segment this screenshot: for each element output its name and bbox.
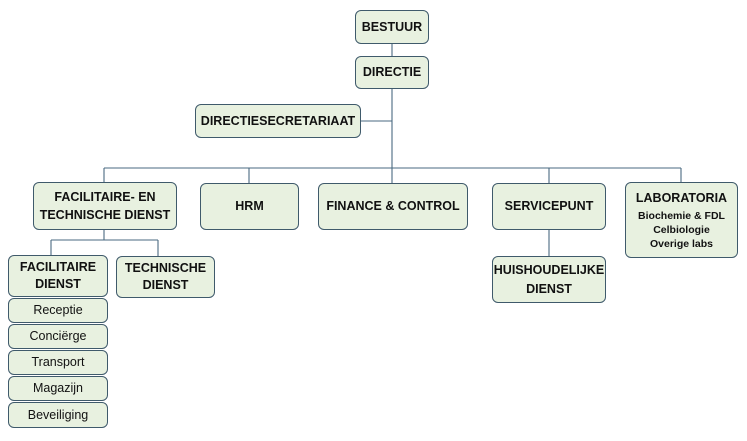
node-label-line-2: TECHNISCHE DIENST [39,208,171,222]
lab-item: Celbiologie [653,223,710,236]
node-label: FINANCE & CONTROL [326,199,460,214]
node-finance-control: FINANCE & CONTROL [318,183,468,230]
node-facilitaire-dienst: FACILITAIRE DIENST [8,255,108,297]
node-huishoudelijke-dienst: HUISHOUDELIJKE DIENST [492,256,606,303]
node-label: SERVICEPUNT [504,199,594,214]
node-label-line-1: TECHNISCHE [124,261,207,276]
sub-item-beveiliging: Beveiliging [8,402,108,428]
sub-item-label: Conciërge [29,329,87,344]
sub-item-label: Magazijn [32,381,84,396]
node-technische-dienst: TECHNISCHE DIENST [116,256,215,298]
node-servicepunt: SERVICEPUNT [492,183,606,230]
lab-item: Overige labs [649,238,714,251]
node-label-line-1: FACILITAIRE- EN [54,189,156,204]
lab-item: Biochemie & FDL [638,209,725,222]
node-label: DIRECTIE [362,65,422,80]
sub-item-magazijn: Magazijn [8,376,108,401]
node-label-line-2: DIENST [526,281,572,296]
node-label: DIRECTIESECRETARIAAT [200,113,356,128]
node-hrm: HRM [200,183,299,230]
sub-item-label: Receptie [33,303,83,318]
node-label-line-2: DIENST [142,278,189,292]
node-laboratoria: LABORATORIA Biochemie & FDL Celbiologie … [625,182,738,258]
sub-item-transport: Transport [8,350,108,375]
sub-item-label: Transport [31,355,85,370]
node-label: LABORATORIA [635,190,728,205]
sub-item-label: Beveiliging [27,407,89,422]
sub-item-concierge: Conciërge [8,324,108,349]
node-label-line-1: HUISHOUDELIJKE [493,263,605,278]
node-label-line-1: FACILITAIRE [19,260,97,275]
node-label-line-2: DIENST [35,277,81,291]
node-directiesecretariaat: DIRECTIESECRETARIAAT [195,104,361,138]
node-bestuur: BESTUUR [355,10,429,44]
node-label: HRM [235,199,264,214]
node-directie: DIRECTIE [355,56,429,89]
sub-item-receptie: Receptie [8,298,108,323]
node-facilitaire-en-technische-dienst: FACILITAIRE- EN TECHNISCHE DIENST [33,182,177,230]
node-label: BESTUUR [361,19,423,34]
